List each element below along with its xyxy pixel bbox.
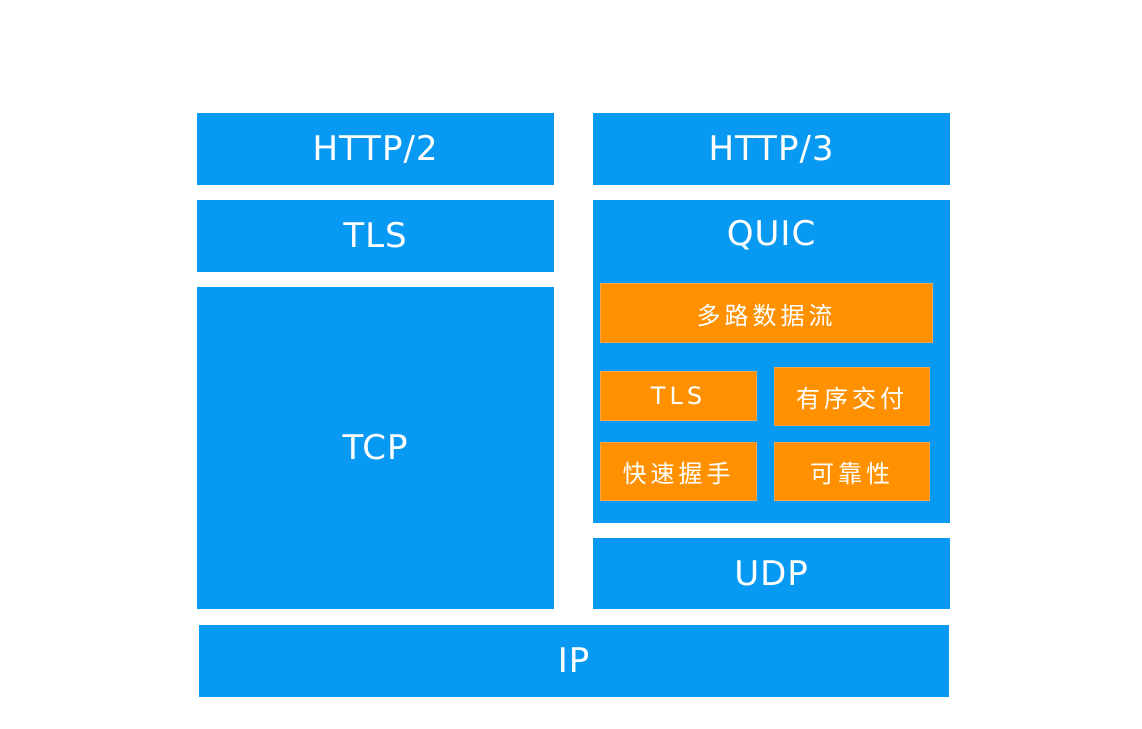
- tcp-label: TCP: [342, 428, 409, 468]
- ordered-delivery-label: 有序交付: [796, 385, 908, 413]
- reliability-box: 可靠性: [774, 442, 930, 501]
- reliability-label: 可靠性: [810, 460, 894, 488]
- http3-layer: HTTP/3: [593, 113, 950, 185]
- quic-tls-label: TLS: [650, 382, 707, 410]
- multiplex-streams-label: 多路数据流: [696, 301, 837, 330]
- quic-label: QUIC: [726, 214, 817, 254]
- ip-layer: IP: [199, 625, 949, 697]
- multiplex-streams-box: 多路数据流: [600, 283, 933, 343]
- http2-label: HTTP/2: [312, 129, 439, 169]
- tcp-layer: TCP: [197, 287, 554, 609]
- tls-layer-left: TLS: [197, 200, 554, 272]
- quic-tls-box: TLS: [600, 371, 757, 421]
- ip-label: IP: [557, 641, 591, 681]
- ordered-delivery-box: 有序交付: [774, 367, 930, 426]
- fast-handshake-label: 快速握手: [622, 460, 735, 488]
- udp-label: UDP: [734, 553, 809, 594]
- tls-label-left: TLS: [343, 216, 408, 256]
- http2-layer: HTTP/2: [197, 113, 554, 185]
- udp-layer: UDP: [593, 538, 950, 609]
- fast-handshake-box: 快速握手: [600, 442, 757, 501]
- http3-label: HTTP/3: [708, 129, 835, 169]
